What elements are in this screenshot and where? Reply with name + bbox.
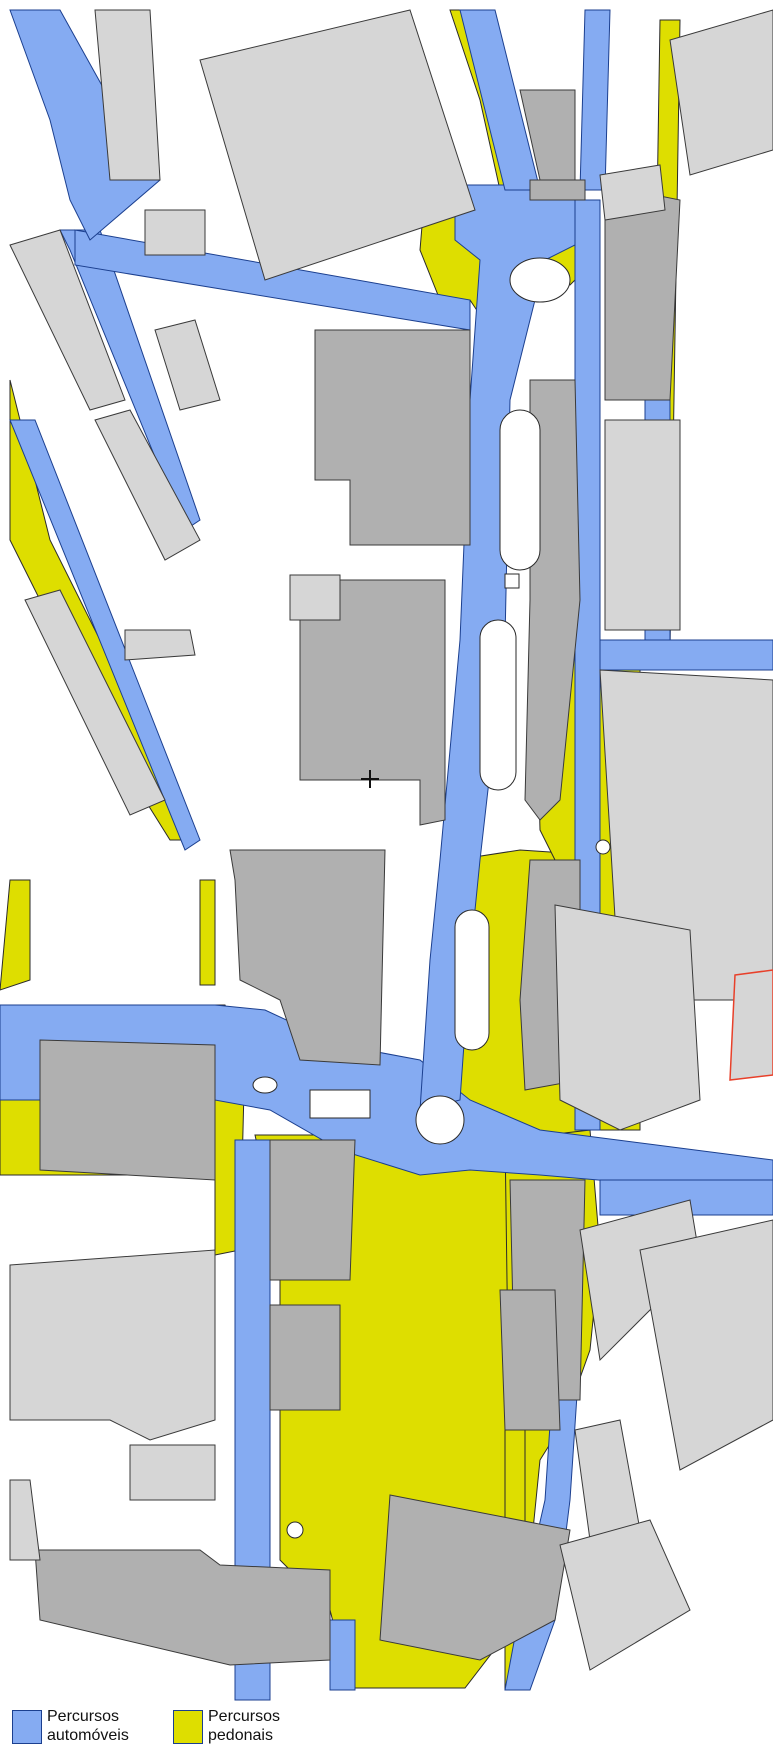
buildings-light [639, 1219, 773, 1471]
church-cross-icon [361, 770, 379, 788]
buildings-light [24, 589, 166, 816]
buildings-light [124, 629, 196, 661]
traffic-island [479, 619, 517, 791]
vehicle-road [9, 419, 201, 851]
buildings-dark [269, 1304, 341, 1411]
buildings-light [9, 1249, 216, 1441]
buildings-dark [269, 1139, 356, 1281]
legend-vehicle: Percursos automóveis [12, 1706, 182, 1750]
buildings-dark [379, 1494, 571, 1661]
highlighted-lot [729, 969, 773, 1081]
traffic-island [595, 839, 611, 855]
traffic-island [415, 1095, 465, 1145]
buildings-light [9, 1479, 41, 1561]
buildings-light [669, 9, 773, 176]
legend-pedestrian-swatch [173, 1710, 203, 1744]
traffic-island [286, 1521, 304, 1539]
legend-pedestrian: Percursos pedonais [173, 1706, 343, 1750]
buildings-dark [529, 179, 586, 201]
buildings-light [604, 419, 681, 631]
traffic-island [454, 909, 490, 1051]
buildings-dark [314, 329, 471, 546]
buildings-light [129, 1444, 216, 1501]
buildings-light [289, 574, 341, 621]
buildings-light [94, 409, 201, 561]
vehicle-road [329, 1619, 356, 1691]
traffic-islands [252, 257, 611, 1539]
vehicle-road [579, 9, 611, 191]
buildings-light [599, 164, 666, 221]
traffic-island [509, 257, 571, 303]
buildings-dark [299, 579, 446, 826]
buildings-light [154, 319, 221, 411]
buildings-dark [34, 89, 681, 1666]
buildings-light [199, 9, 476, 281]
traffic-island [309, 1089, 371, 1119]
buildings-light [559, 1519, 691, 1671]
buildings-light [144, 209, 206, 256]
buildings-dark [499, 1289, 561, 1431]
buildings-dark [34, 1549, 331, 1666]
vehicle-road [234, 1139, 271, 1701]
buildings-light [554, 904, 701, 1131]
buildings-light [599, 669, 773, 1001]
vehicle-road [574, 199, 601, 1131]
vehicle-road [9, 9, 161, 241]
pedestrian-area [199, 879, 216, 986]
buildings-dark [229, 849, 386, 1066]
legend-pedestrian-label: Percursos pedonais [208, 1708, 281, 1744]
traffic-island [252, 1076, 278, 1094]
pedestrian-area [0, 879, 31, 991]
buildings-light [9, 9, 773, 1671]
vehicle-road [599, 639, 773, 671]
legend-vehicle-label: Percursos automóveis [47, 1708, 129, 1744]
vehicle-road [599, 1179, 773, 1216]
buildings-dark [519, 89, 576, 181]
buildings-light [9, 229, 126, 411]
buildings-light [94, 9, 161, 181]
buildings-dark [39, 1039, 216, 1181]
traffic-island [504, 573, 520, 589]
traffic-island [499, 409, 541, 571]
legend-vehicle-swatch [12, 1710, 42, 1744]
